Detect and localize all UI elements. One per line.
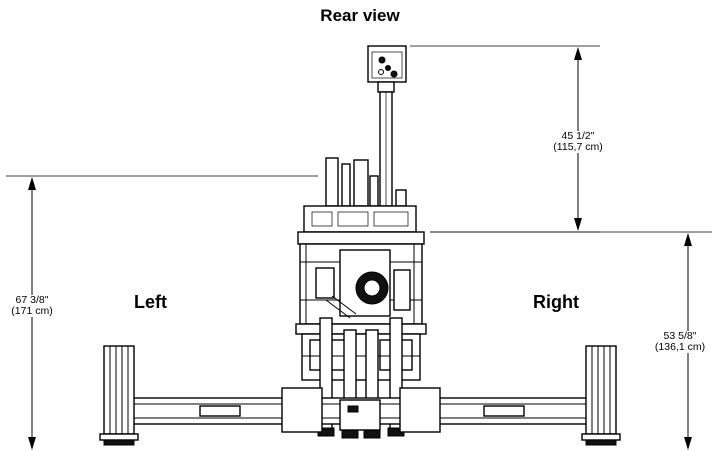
main-body [295, 205, 427, 381]
horizontal-beam [125, 387, 597, 433]
right-dimension: 53 5/8" (136,1 cm) [640, 331, 720, 353]
top-dimension-imperial: 45 1/2" [561, 130, 595, 142]
diagram-title: Rear view [320, 6, 400, 25]
right-outrigger [581, 345, 621, 446]
top-dimension-metric: (115,7 cm) [553, 141, 603, 153]
right-dimension-imperial: 53 5/8" [663, 330, 697, 342]
left-dimension-metric: (171 cm) [11, 305, 53, 317]
left-dimension-imperial: 67 3/8" [15, 294, 49, 306]
dimension-lines [6, 45, 712, 450]
mast [325, 45, 407, 207]
left-dimension: 67 3/8" (171 cm) [0, 295, 64, 317]
left-side-label: Left [134, 292, 167, 312]
right-dimension-metric: (136,1 cm) [654, 341, 706, 353]
right-side-label: Right [533, 292, 579, 312]
left-outrigger [99, 345, 139, 446]
top-dimension: 45 1/2" (115,7 cm) [530, 131, 626, 153]
